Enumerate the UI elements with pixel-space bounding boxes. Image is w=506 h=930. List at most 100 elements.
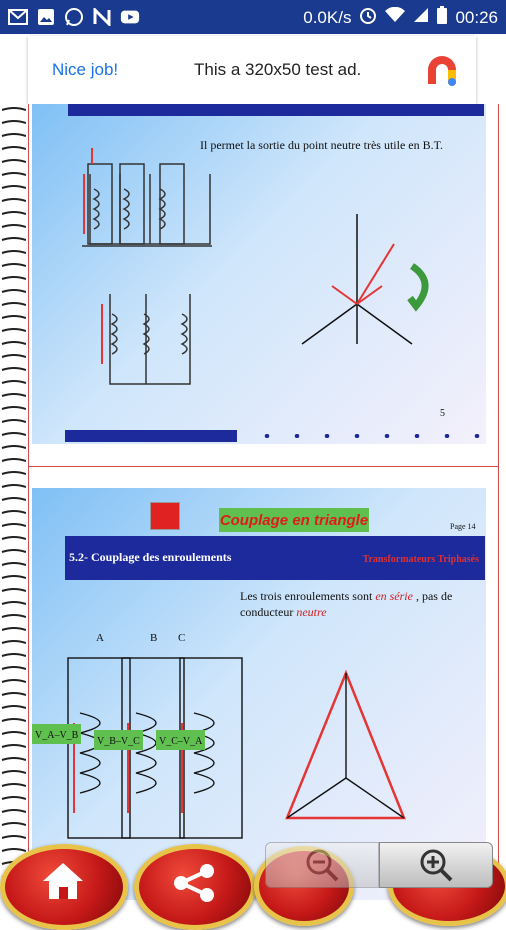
spiral-ring	[1, 757, 26, 761]
wifi-icon	[385, 6, 406, 28]
spiral-ring	[1, 458, 26, 462]
spiral-ring	[1, 445, 26, 449]
spiral-ring	[1, 601, 26, 605]
spiral-ring	[1, 263, 26, 267]
slide-top-bar	[68, 104, 484, 116]
transformer-diagram	[82, 148, 429, 385]
spiral-ring	[1, 666, 26, 670]
spiral-ring	[1, 809, 26, 813]
spiral-ring	[1, 653, 26, 657]
spiral-ring	[1, 406, 26, 410]
spiral-ring	[1, 614, 26, 618]
slide-5: Il permet la sortie du point neutre très…	[32, 104, 486, 444]
zoom-out-button[interactable]	[265, 842, 379, 888]
spiral-ring	[1, 549, 26, 553]
spiral-ring	[1, 796, 26, 800]
whatsapp-icon	[64, 7, 84, 27]
network-speed: 0.0K/s	[303, 7, 352, 27]
spiral-ring	[1, 315, 26, 319]
spiral-ring	[1, 120, 26, 124]
ad-banner[interactable]: Nice job! This a 320x50 test ad.	[28, 36, 476, 104]
spiral-ring	[1, 770, 26, 774]
spiral-ring	[1, 536, 26, 540]
spiral-ring	[1, 510, 26, 514]
spiral-ring	[1, 224, 26, 228]
signal-icon	[413, 7, 429, 28]
margin-line	[28, 104, 29, 900]
slide-logo-icon	[150, 502, 180, 530]
gmail-icon	[8, 7, 28, 27]
margin-line-right	[498, 104, 499, 900]
battery-icon	[437, 6, 448, 29]
spiral-binding	[1, 107, 26, 891]
slide-title: Couplage en triangle	[219, 511, 369, 529]
slide-text: Il permet la sortie du point neutre très…	[200, 138, 444, 152]
delta-diagram	[67, 657, 406, 839]
spiral-ring	[1, 731, 26, 735]
spiral-ring	[1, 705, 26, 709]
spiral-ring	[1, 250, 26, 254]
spiral-ring	[1, 146, 26, 150]
spiral-ring	[1, 679, 26, 683]
green-label-ca: V_C–V_A	[156, 730, 206, 750]
spiral-ring	[1, 159, 26, 163]
spiral-ring	[1, 822, 26, 826]
spiral-ring	[1, 484, 26, 488]
spiral-ring	[1, 276, 26, 280]
page-separator	[28, 466, 499, 467]
slide-14: Couplage en triangle Page 14 5.2- Coupla…	[32, 488, 486, 900]
ad-logo-icon	[422, 50, 462, 90]
ad-label: Nice job!	[52, 60, 119, 79]
spiral-ring	[1, 640, 26, 644]
spiral-ring	[1, 185, 26, 189]
slide-footer-dots	[252, 434, 482, 438]
spiral-ring	[1, 302, 26, 306]
spiral-ring	[1, 718, 26, 722]
zoom-in-button[interactable]	[379, 842, 493, 888]
section-heading: 5.2- Couplage des enroulements	[69, 550, 232, 564]
spiral-ring	[1, 380, 26, 384]
spiral-ring	[1, 354, 26, 358]
phase-label-c: C	[178, 632, 186, 644]
slide-page-label: Page 14	[450, 522, 476, 531]
spiral-ring	[1, 848, 26, 852]
spiral-ring	[1, 419, 26, 423]
phase-label-a: A	[96, 632, 104, 644]
spiral-ring	[1, 471, 26, 475]
slide-page-number: 5	[440, 408, 445, 419]
zoom-controls	[265, 842, 493, 888]
spiral-ring	[1, 562, 26, 566]
spiral-ring	[1, 783, 26, 787]
clock-time: 00:26	[455, 7, 498, 27]
youtube-icon	[120, 7, 140, 27]
phase-label-b: B	[150, 632, 158, 644]
alarm-icon	[359, 6, 377, 29]
spiral-ring	[1, 575, 26, 579]
zoom-out-icon	[306, 849, 339, 882]
share-icon	[174, 864, 214, 902]
spiral-ring	[1, 133, 26, 137]
spiral-ring	[1, 367, 26, 371]
spiral-ring	[1, 289, 26, 293]
spiral-ring	[1, 341, 26, 345]
news-icon	[92, 7, 112, 27]
spiral-ring	[1, 497, 26, 501]
spiral-ring	[1, 835, 26, 839]
status-bar: 0.0K/s 00:26	[0, 0, 506, 34]
zoom-in-icon	[420, 849, 453, 882]
spiral-ring	[1, 328, 26, 332]
spiral-ring	[1, 211, 26, 215]
gallery-icon	[36, 7, 56, 27]
green-label-ab: V_A–V_B	[32, 724, 82, 744]
spiral-ring	[1, 588, 26, 592]
spiral-ring	[1, 107, 26, 111]
spiral-ring	[1, 627, 26, 631]
share-button[interactable]	[134, 844, 256, 930]
header-right: Transformateurs Triphasés	[362, 554, 479, 565]
spiral-ring	[1, 172, 26, 176]
home-button[interactable]	[0, 844, 128, 930]
spiral-ring	[1, 523, 26, 527]
spiral-ring	[1, 393, 26, 397]
spiral-ring	[1, 692, 26, 696]
spiral-ring	[1, 198, 26, 202]
